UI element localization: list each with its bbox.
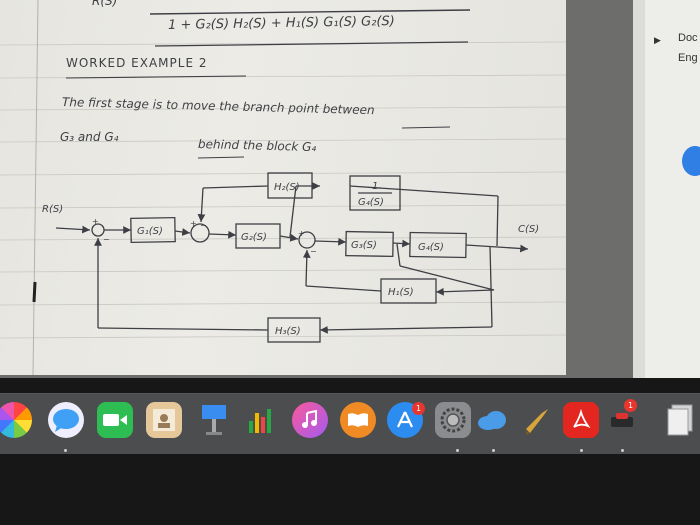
block-inv-denominator: G₄(S): [358, 197, 384, 208]
reminder-badge: 1: [624, 399, 637, 412]
side-panel-line-2: Eng: [678, 52, 698, 64]
block-h1: H₁(S): [388, 287, 414, 298]
block-h3: H₃(S): [275, 326, 301, 337]
svg-text:+: +: [298, 229, 305, 238]
notebook-photo: R(S) 1 + G₂(S) H₂(S) + H₁(S) G₁(S) G₂(S)…: [0, 0, 566, 375]
facetime-icon[interactable]: [97, 402, 133, 438]
block-h2: H₂(S): [274, 182, 300, 193]
screen: R(S) 1 + G₂(S) H₂(S) + H₁(S) G₁(S) G₂(S)…: [0, 0, 700, 395]
reminder-app-icon[interactable]: [604, 402, 640, 438]
photos-icon[interactable]: [0, 402, 32, 438]
svg-text:−: −: [103, 235, 110, 244]
utility-app-icon[interactable]: [519, 402, 555, 438]
books-icon[interactable]: [340, 402, 376, 438]
block-g3: G₃(S): [351, 240, 377, 251]
output-label: C(S): [518, 224, 539, 235]
numbers-icon[interactable]: [243, 402, 279, 438]
contacts-icon[interactable]: [146, 402, 182, 438]
top-fragment: R(S): [92, 0, 118, 8]
running-indicator: [580, 449, 583, 452]
block-g2: G₂(S): [241, 232, 267, 243]
input-label: R(S): [42, 204, 63, 215]
blue-circle-button[interactable]: [682, 146, 700, 176]
documents-stack-icon[interactable]: [662, 402, 698, 438]
block-g4: G₄(S): [418, 242, 444, 253]
side-panel-sheet: [645, 0, 700, 378]
svg-text:+: +: [190, 219, 197, 228]
running-indicator: [64, 449, 67, 452]
svg-text:−: −: [310, 247, 317, 256]
cloud-icon[interactable]: [474, 402, 510, 438]
worked-example-heading: WORKED EXAMPLE 2: [66, 56, 208, 70]
system-preferences-icon[interactable]: [435, 402, 471, 438]
running-indicator: [621, 449, 624, 452]
running-indicator: [492, 449, 495, 452]
block-diagram: G₁(S) G₂(S) G₃(S) G₄(S) H₂(S) 1 G₄(S) H₁…: [42, 172, 539, 343]
expand-arrow-icon[interactable]: ▶: [654, 36, 661, 46]
svg-text:+: +: [92, 217, 99, 226]
music-icon[interactable]: [292, 402, 328, 438]
app-store-badge: 1: [412, 402, 425, 415]
note-line-2a: G₃ and G₄: [60, 130, 119, 144]
keynote-icon[interactable]: [196, 402, 232, 438]
svg-text:−: −: [200, 221, 207, 230]
block-inv-numerator: 1: [372, 181, 378, 192]
running-indicator: [456, 449, 459, 452]
messages-icon[interactable]: [48, 402, 84, 438]
side-panel-line-1: Doc: [678, 32, 698, 44]
acrobat-icon[interactable]: [563, 402, 599, 438]
block-g1: G₁(S): [137, 226, 163, 237]
